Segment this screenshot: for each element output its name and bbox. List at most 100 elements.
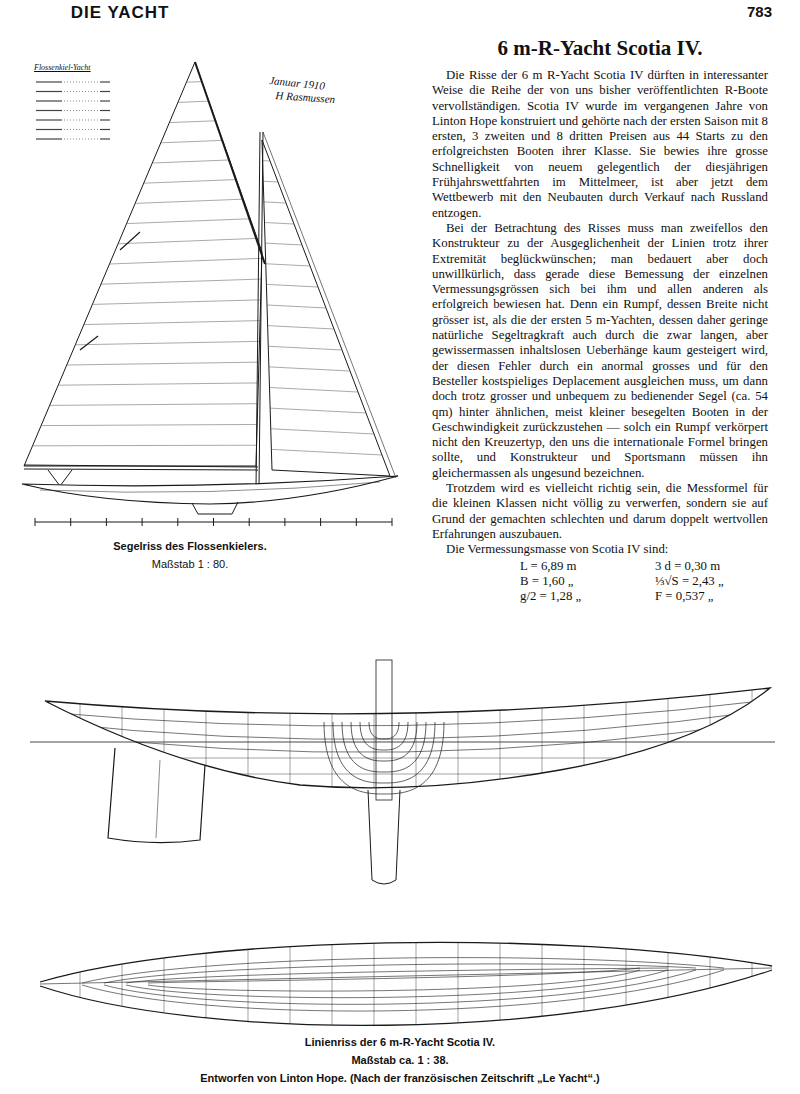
measurement-value: g/2 = 1,28 „ [520,589,655,604]
table-dots [64,139,98,140]
sail-seam [110,258,262,264]
sail-seam [92,300,260,305]
station-line [542,660,543,800]
sail-seam [270,388,359,393]
page-number: 783 [700,3,772,20]
sail-seam [270,408,366,413]
mast [259,132,263,488]
section-curve [384,722,399,739]
table-heading: Flossenkiel-Yacht [34,63,91,72]
section-curve [384,722,408,750]
hull-grid [30,660,775,800]
station-line [584,660,585,800]
sail-seam [127,219,251,224]
table-dots [64,129,98,130]
table-dots [64,91,98,92]
sail-seam [169,121,215,123]
station-line [248,660,249,800]
measurement-value: L = 6,89 m [520,559,655,574]
jib [262,140,390,476]
scale-tick [392,518,393,526]
sail-seam [50,404,258,406]
station-line [458,920,459,1050]
running-head: DIE YACHT [40,3,200,23]
sail-seam [41,424,257,425]
sail-seam [271,449,382,455]
station-line [500,920,501,1050]
sail-seam [101,279,261,284]
station-line [584,920,585,1050]
sail-seam [144,180,237,184]
sail-seam [178,101,209,102]
text-column: Die Risse der 6 m R-Yacht Scotia IV dürf… [432,68,768,604]
scale-note: Maßstab 1 : 80. [40,558,340,570]
station-line [542,920,543,1050]
table-dots [64,82,98,83]
measurement-table: L = 6,89 m3 d = 0,30 mB = 1,60 „⅓√S = 2,… [520,559,768,605]
station-line [626,660,627,800]
scale-tick [35,518,36,526]
sail-seam [266,264,310,266]
hull-profile [22,476,398,504]
sail-seam [263,181,278,183]
station-line [710,920,711,1050]
section-curve [351,722,384,761]
table-dots [64,110,98,111]
sail-seam [271,429,374,434]
waterline [30,774,775,775]
table-entry [100,100,110,101]
body-paragraph: Die Risse der 6 m R-Yacht Scotia IV dürf… [432,68,768,221]
scale-tick [177,518,178,526]
measurement-value: F = 0,537 „ [655,589,785,604]
figure-caption: Linienriss der 6 m-R-Yacht Scotia IV. [0,1036,800,1048]
measurement-value: 3 d = 0,30 m [655,559,785,574]
body-paragraph: Trotzdem wird es vielleicht richtig sein… [432,481,768,542]
table-entry [100,81,110,82]
station-line [206,920,207,1050]
fin-keel [108,748,205,843]
fin-keel [192,502,238,514]
table-entry [36,91,62,92]
station-line [374,920,375,1050]
sail-seam [268,346,342,350]
scale-tick [70,518,71,526]
scale-tick [142,518,143,526]
table-entry [36,100,62,101]
yard [195,62,265,264]
table-entry [36,81,62,82]
sail-seam [265,223,295,225]
boom-crutch [48,470,72,486]
station-line [626,920,627,1050]
measurement-value: B = 1,60 „ [520,574,655,589]
station-line [752,920,753,1050]
station-line [710,660,711,800]
sail-plan [22,62,398,526]
sail-seam [33,445,257,447]
station-line [164,920,165,1050]
sail-seam [264,202,286,203]
table-entry [100,138,110,139]
plan-grid [80,920,752,1050]
scale-tick [320,518,321,526]
hull-profile [45,688,770,788]
buttock-line [45,720,770,752]
waterline-curve [104,964,696,983]
station-line [374,660,375,800]
table-entry [36,119,62,120]
section-curve [360,722,384,750]
batten [120,232,140,250]
section-curve [384,722,417,761]
sail-seam [58,383,258,385]
page-title: 6 m-R-Yacht Scotia IV. [432,36,768,61]
lines-plan [30,660,775,1050]
scale-tick [284,518,285,526]
table-entry [100,119,110,120]
boom [24,469,258,470]
section-curve [384,722,444,794]
waterline-curve [82,958,724,983]
waterline [40,482,380,492]
section-curve [369,722,384,739]
station-line [752,660,753,800]
table-entry [36,110,62,111]
